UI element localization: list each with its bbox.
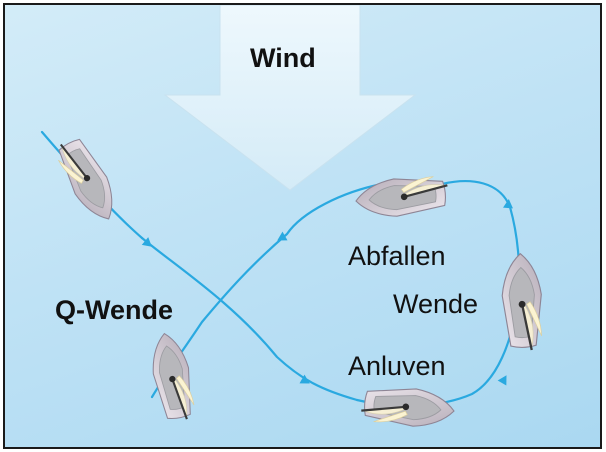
- sailboat-icon: [353, 173, 451, 221]
- sailboat-icon: [50, 131, 126, 229]
- sailboat-icon: [145, 329, 199, 425]
- abfallen-label: Abfallen: [348, 241, 446, 271]
- wende-label: Wende: [393, 289, 479, 319]
- course-arrow-icon: [141, 199, 513, 386]
- wind-arrow: [163, 5, 417, 191]
- anluven-label: Anluven: [348, 351, 446, 381]
- wind-label: Wind: [250, 43, 316, 73]
- sailboat-icon: [499, 251, 545, 353]
- q-wende-label: Q-Wende: [55, 295, 174, 325]
- maneuver-diagram: [40, 5, 545, 431]
- diagram-frame: Wind Q-Wende Abfallen Wende Anluven: [3, 3, 602, 449]
- sailboat-icon: [359, 383, 457, 431]
